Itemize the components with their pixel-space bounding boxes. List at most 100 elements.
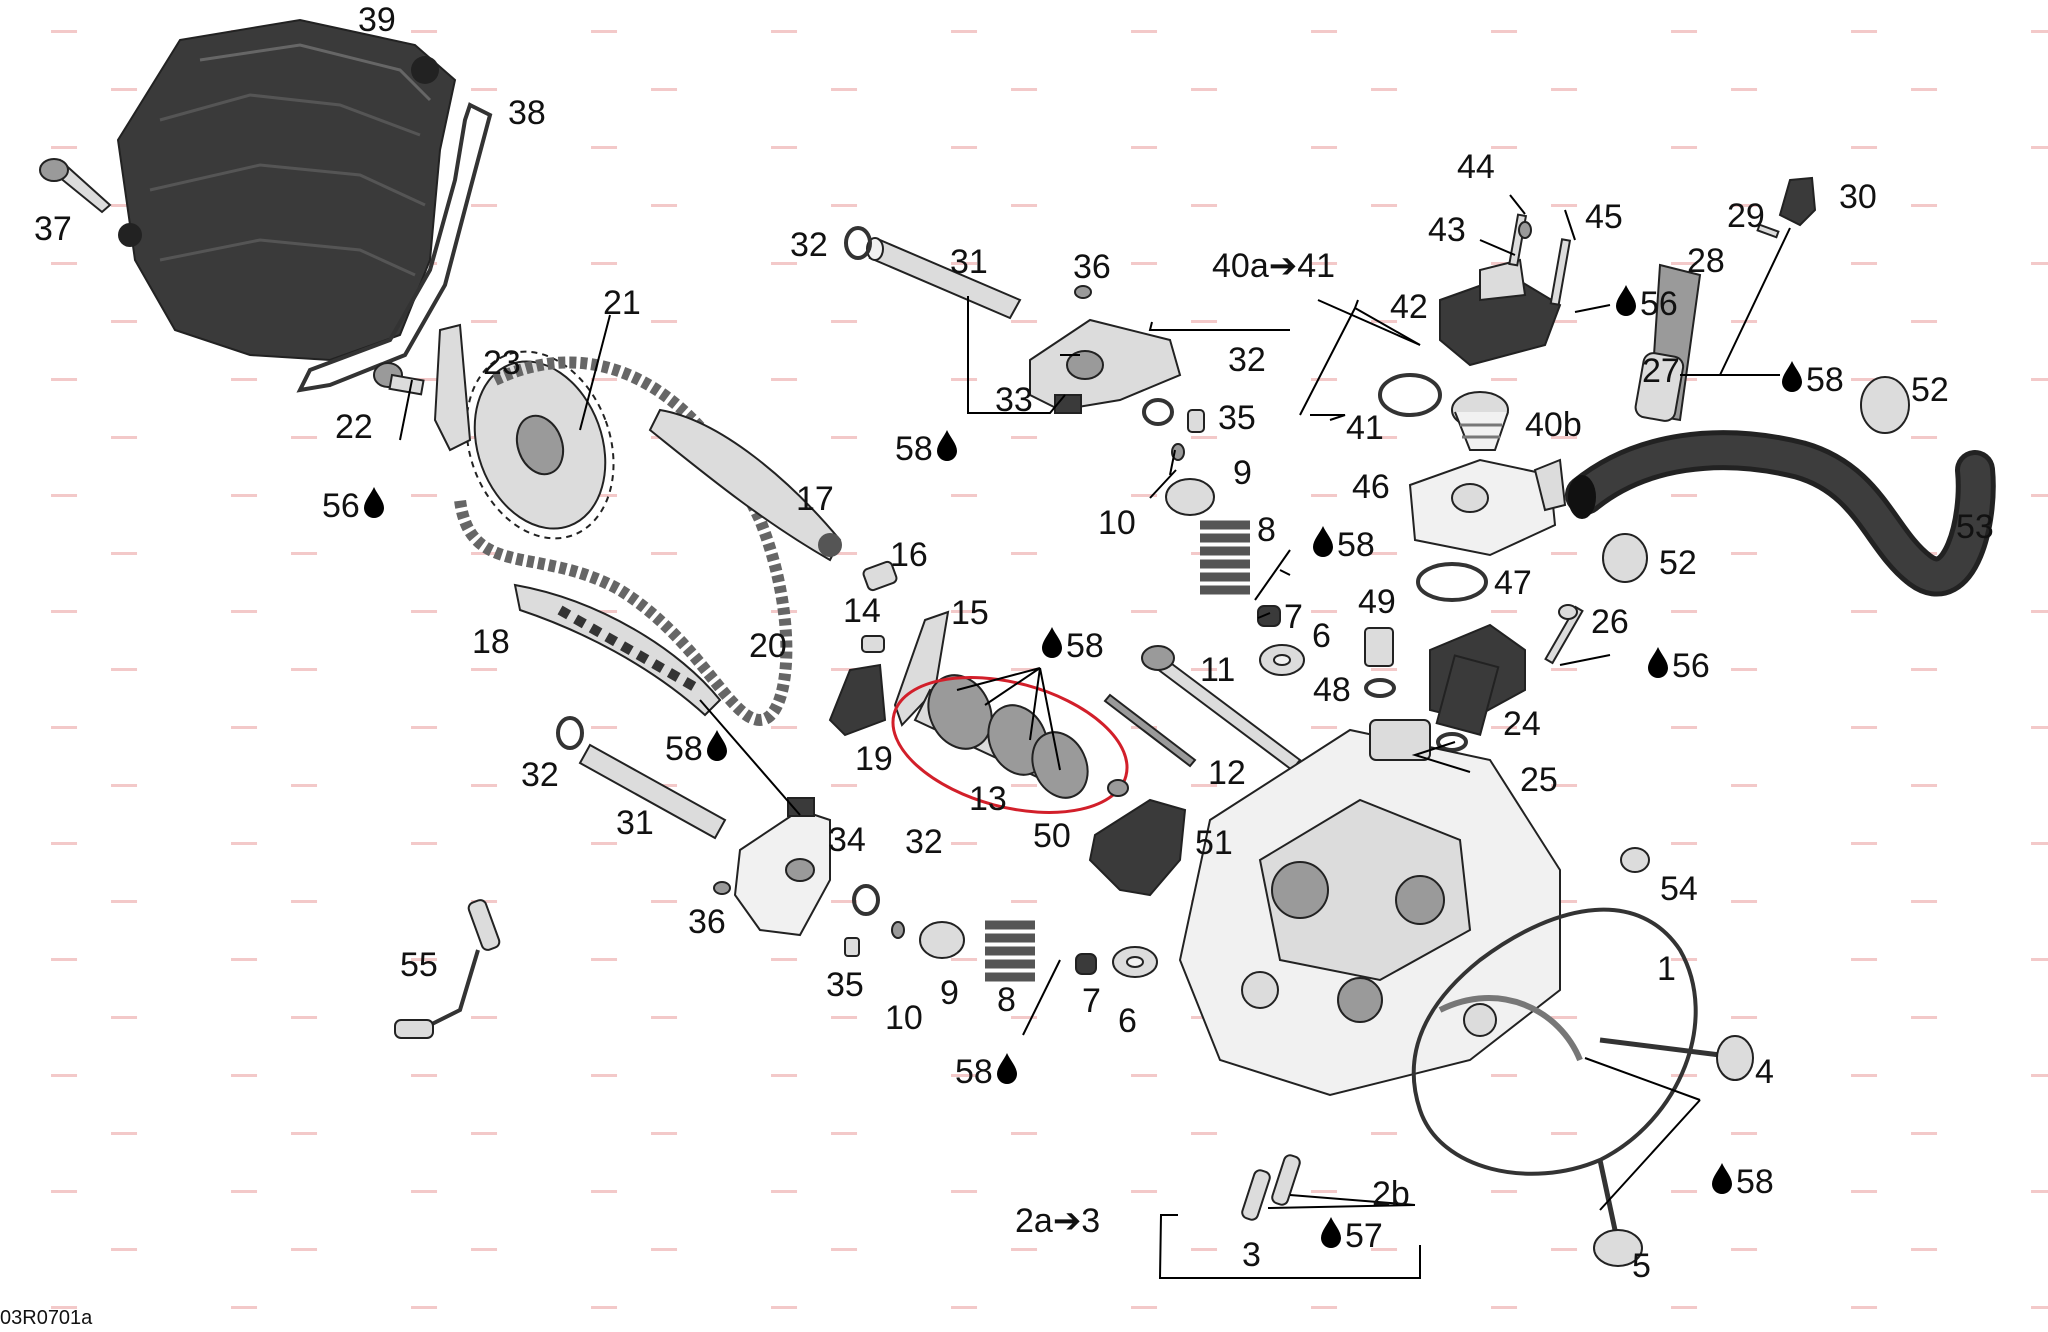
o-ring-upper-part — [1142, 398, 1174, 426]
callout-13: 13 — [969, 780, 1007, 818]
callout-3: 3 — [1242, 1236, 1261, 1274]
watermark-mark — [1371, 1132, 1398, 1135]
watermark-mark — [1851, 262, 1878, 265]
head-gasket-part — [1411, 907, 1698, 1176]
watermark-mark — [231, 1306, 258, 1309]
watermark-mark — [591, 146, 618, 149]
adapter-o-ring-part — [1416, 562, 1488, 602]
watermark-mark — [1011, 900, 1038, 903]
watermark-mark — [1371, 668, 1398, 671]
callout-30: 30 — [1839, 178, 1877, 216]
watermark-mark — [951, 30, 978, 33]
callout-4: 4 — [1755, 1053, 1774, 1091]
watermark-mark — [1671, 610, 1698, 613]
watermark-mark — [1011, 204, 1038, 207]
thermostat-o-ring-part — [1378, 373, 1442, 417]
watermark-mark — [1911, 1248, 1938, 1251]
lubricant-drop-icon — [364, 487, 384, 518]
watermark-mark — [951, 958, 978, 961]
watermark-mark — [1731, 88, 1758, 91]
callout-1: 1 — [1657, 950, 1676, 988]
callout-45: 45 — [1585, 198, 1623, 236]
lubricant-drop-icon — [1782, 361, 1802, 392]
callout-56b: 56 — [322, 487, 360, 525]
watermark-mark — [1191, 436, 1218, 439]
cam-sprocket-part — [465, 350, 615, 540]
watermark-mark — [651, 204, 678, 207]
watermark-mark — [951, 1074, 978, 1077]
watermark-mark — [1551, 668, 1578, 671]
watermark-mark — [1911, 204, 1938, 207]
watermark-mark — [591, 726, 618, 729]
callout-14: 14 — [843, 592, 881, 630]
watermark-mark — [1851, 30, 1878, 33]
watermark-mark — [231, 958, 258, 961]
watermark-mark — [1131, 494, 1158, 497]
watermark-mark — [1191, 1248, 1218, 1251]
watermark-mark — [1491, 378, 1518, 381]
watermark-mark — [291, 1132, 318, 1135]
watermark-mark — [831, 1132, 858, 1135]
watermark-mark — [111, 552, 138, 555]
callout-41: 41 — [1346, 409, 1384, 447]
callout-31a: 31 — [950, 243, 988, 281]
watermark-mark — [1311, 494, 1338, 497]
watermark-mark — [651, 320, 678, 323]
callout-18: 18 — [472, 623, 510, 661]
coolant-hose-part — [1565, 430, 1996, 597]
watermark-mark — [1731, 900, 1758, 903]
watermark-mark — [1131, 262, 1158, 265]
watermark-mark — [2031, 726, 2048, 729]
watermark-mark — [51, 842, 78, 845]
watermark-mark — [471, 668, 498, 671]
watermark-mark — [1311, 1306, 1338, 1309]
watermark-mark — [471, 88, 498, 91]
watermark-mark — [1191, 784, 1218, 787]
callout-39: 39 — [358, 1, 396, 39]
watermark-mark — [291, 668, 318, 671]
watermark-mark — [651, 88, 678, 91]
callout-23: 23 — [483, 344, 521, 382]
lubricant-drop-icon — [1321, 1217, 1341, 1248]
watermark-mark — [1311, 610, 1338, 613]
watermark-mark — [1671, 262, 1698, 265]
callout-7b: 7 — [1082, 982, 1101, 1020]
watermark-mark — [1551, 1132, 1578, 1135]
callout-15: 15 — [951, 594, 989, 632]
watermark-mark — [111, 668, 138, 671]
watermark-mark — [1551, 88, 1578, 91]
callout-25: 25 — [1520, 761, 1558, 799]
watermark-mark — [2031, 494, 2048, 497]
callout-6a: 6 — [1312, 617, 1331, 655]
watermark-mark — [591, 1306, 618, 1309]
watermark-mark — [1551, 552, 1578, 555]
watermark-mark — [1311, 30, 1338, 33]
watermark-mark — [111, 1132, 138, 1135]
watermark-mark — [1491, 1190, 1518, 1193]
sensor-sleeve-part — [1634, 176, 1817, 422]
watermark-mark — [1671, 494, 1698, 497]
watermark-mark — [651, 552, 678, 555]
watermark-mark — [651, 1016, 678, 1019]
watermark-mark — [1731, 1132, 1758, 1135]
figure-reference: 03R0701a — [0, 1307, 93, 1329]
adjust-nut-lower-part — [713, 881, 731, 895]
head-nut-part — [1620, 847, 1650, 873]
watermark-mark — [231, 1074, 258, 1077]
watermark-mark — [1011, 784, 1038, 787]
watermark-mark — [951, 1190, 978, 1193]
watermark-mark — [1671, 146, 1698, 149]
guide-pin-part — [862, 560, 898, 592]
watermark-mark — [411, 378, 438, 381]
watermark-mark — [1371, 552, 1398, 555]
callout-5: 5 — [1632, 1247, 1651, 1285]
callout-52a: 52 — [1911, 371, 1949, 409]
watermark-mark — [1851, 1306, 1878, 1309]
watermark-mark — [1911, 1132, 1938, 1135]
watermark-mark — [1131, 30, 1158, 33]
tensioner-blade-part — [513, 583, 722, 717]
watermark-mark — [1131, 1306, 1158, 1309]
callout-6b: 6 — [1118, 1002, 1137, 1040]
watermark-mark — [831, 784, 858, 787]
